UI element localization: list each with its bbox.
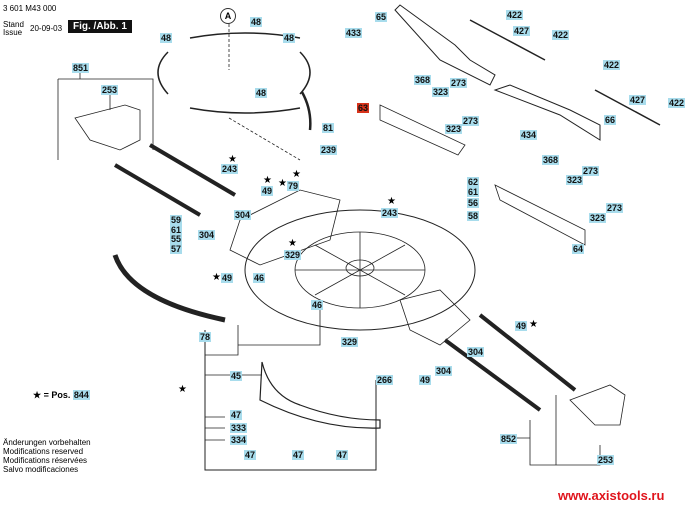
- legend-ref[interactable]: 844: [72, 390, 90, 400]
- part-label[interactable]: 329: [341, 337, 359, 347]
- part-label[interactable]: 239: [320, 145, 338, 155]
- part-label[interactable]: 368: [542, 155, 560, 165]
- guard-arc-bottom: [189, 107, 301, 114]
- part-label[interactable]: 65: [375, 12, 388, 22]
- note-en: Modifications reserved: [3, 447, 84, 456]
- part-label[interactable]: 323: [589, 213, 607, 223]
- part-label[interactable]: 422: [506, 10, 524, 20]
- figure-label: Fig. /Abb. 1: [68, 20, 132, 33]
- star-marker: ★: [228, 154, 237, 165]
- note-es: Salvo modificaciones: [3, 465, 79, 474]
- part-label[interactable]: 49: [261, 186, 274, 196]
- notes: Änderungen vorbehalten Modifications res…: [3, 438, 91, 474]
- part-label[interactable]: 323: [566, 175, 584, 185]
- part-label[interactable]: 61: [467, 187, 480, 197]
- part-label[interactable]: 49: [221, 273, 234, 283]
- part-label[interactable]: 62: [467, 177, 480, 187]
- part-label-selected[interactable]: 63: [357, 103, 370, 113]
- part-label[interactable]: 434: [520, 130, 538, 140]
- star-marker: ★: [178, 384, 187, 395]
- star-marker: ★: [529, 319, 538, 330]
- part-label[interactable]: 266: [376, 375, 394, 385]
- part-label[interactable]: 64: [572, 244, 585, 254]
- legend-star: ★: [33, 390, 42, 400]
- part-label[interactable]: 61: [170, 225, 183, 235]
- part-label[interactable]: 329: [284, 250, 302, 260]
- part-label[interactable]: 47: [336, 450, 349, 460]
- part-number: 3 601 M43 000: [3, 4, 57, 13]
- part-label[interactable]: 66: [604, 115, 617, 125]
- issue-label: Issue: [3, 28, 23, 37]
- part-label[interactable]: 47: [244, 450, 257, 460]
- part-label[interactable]: 323: [445, 124, 463, 134]
- part-label[interactable]: 304: [467, 347, 485, 357]
- part-label[interactable]: 427: [513, 26, 531, 36]
- legend-text: = Pos.: [43, 390, 71, 400]
- star-marker: ★: [387, 196, 396, 207]
- part-label[interactable]: 59: [170, 215, 183, 225]
- star-marker: ★: [288, 238, 297, 249]
- part-label[interactable]: 427: [629, 95, 647, 105]
- part-label[interactable]: 851: [72, 63, 90, 73]
- guard-arc-right: [299, 51, 311, 95]
- part-label[interactable]: 273: [582, 166, 600, 176]
- star-marker: ★: [278, 178, 287, 189]
- part-label[interactable]: 47: [292, 450, 305, 460]
- part-label[interactable]: 78: [199, 332, 212, 342]
- part-label[interactable]: 253: [101, 85, 119, 95]
- part-label[interactable]: 47: [230, 410, 243, 420]
- star-marker: ★: [263, 175, 272, 186]
- star-marker: ★: [292, 169, 301, 180]
- part-label[interactable]: 58: [467, 211, 480, 221]
- part-label[interactable]: 304: [435, 366, 453, 376]
- watermark-url: www.axistools.ru: [558, 488, 665, 503]
- part-label[interactable]: 273: [606, 203, 624, 213]
- note-fr: Modifications réservées: [3, 456, 88, 465]
- part-label[interactable]: 57: [170, 244, 183, 254]
- part-label[interactable]: 49: [419, 375, 432, 385]
- part-label[interactable]: 46: [311, 300, 324, 310]
- stand-label: Stand: [3, 20, 24, 29]
- part-label[interactable]: 422: [668, 98, 686, 108]
- part-label[interactable]: 48: [255, 88, 268, 98]
- part-label[interactable]: 422: [552, 30, 570, 40]
- part-label[interactable]: 48: [283, 33, 296, 43]
- part-label[interactable]: 304: [198, 230, 216, 240]
- part-label[interactable]: 852: [500, 434, 518, 444]
- view-marker-a: A: [220, 8, 236, 24]
- part-label[interactable]: 49: [515, 321, 528, 331]
- part-label[interactable]: 333: [230, 423, 248, 433]
- part-label[interactable]: 45: [230, 371, 243, 381]
- part-label[interactable]: 46: [253, 273, 266, 283]
- part-label[interactable]: 243: [221, 164, 239, 174]
- part-label[interactable]: 48: [250, 17, 263, 27]
- part-label[interactable]: 273: [450, 78, 468, 88]
- part-label[interactable]: 368: [414, 75, 432, 85]
- part-label[interactable]: 422: [603, 60, 621, 70]
- star-marker: ★: [212, 272, 221, 283]
- part-label[interactable]: 79: [287, 181, 300, 191]
- part-label[interactable]: 273: [462, 116, 480, 126]
- part-label[interactable]: 55: [170, 234, 183, 244]
- note-de: Änderungen vorbehalten: [3, 438, 91, 447]
- part-label[interactable]: 334: [230, 435, 248, 445]
- legend: ★ = Pos. 844: [33, 390, 90, 401]
- part-label[interactable]: 243: [381, 208, 399, 218]
- guard-arc-left: [157, 51, 169, 95]
- issue-date: 20-09-03: [30, 24, 63, 33]
- part-label[interactable]: 304: [234, 210, 252, 220]
- part-label[interactable]: 253: [597, 455, 615, 465]
- part-label[interactable]: 81: [322, 123, 335, 133]
- part-label[interactable]: 56: [467, 198, 480, 208]
- part-label[interactable]: 48: [160, 33, 173, 43]
- part-label[interactable]: 433: [345, 28, 363, 38]
- part-label[interactable]: 323: [432, 87, 450, 97]
